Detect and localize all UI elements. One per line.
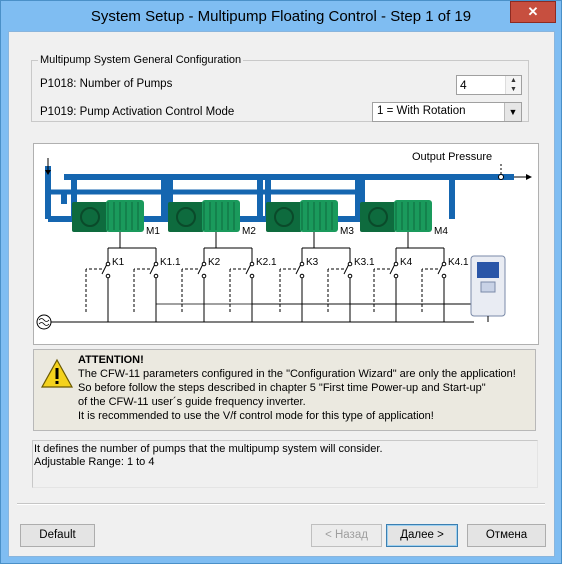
inverter-display: [477, 262, 499, 278]
attention-line: So before follow the steps described in …: [78, 382, 486, 394]
contactor-label: K3: [306, 257, 319, 268]
contactor-node: [249, 273, 255, 279]
p1019-label: P1019: Pump Activation Control Mode: [40, 106, 235, 118]
pump-impeller: [176, 207, 196, 227]
contactor-node: [393, 273, 399, 279]
back-button[interactable]: < Назад: [311, 524, 382, 547]
contactor-node: [153, 273, 159, 279]
pump-label: M4: [434, 226, 448, 237]
next-button[interactable]: Далее >: [386, 524, 458, 547]
activation-mode-select[interactable]: 1 = With Rotation ▼: [372, 102, 522, 122]
general-config-group: Multipump System General Configuration: [31, 54, 529, 122]
contactor-label: K1.1: [160, 257, 181, 268]
output-pressure-label: Output Pressure: [412, 151, 492, 163]
button-separator: [17, 503, 545, 505]
chevron-down-icon[interactable]: ▼: [504, 103, 521, 121]
ac-wave: [38, 318, 50, 326]
pump-body: [360, 202, 396, 232]
contactor-node: [393, 261, 399, 267]
p1018-label: P1018: Number of Pumps: [40, 78, 173, 90]
close-button[interactable]: ✕: [510, 1, 556, 23]
contactor-label: K2: [208, 257, 221, 268]
pump-body: [168, 202, 204, 232]
spin-up-icon[interactable]: ▲: [505, 76, 521, 85]
pump-body: [72, 202, 108, 232]
contactor-node: [105, 261, 111, 267]
attention-line: The CFW-11 parameters configured in the …: [78, 368, 516, 380]
pump-label: M3: [340, 226, 354, 237]
inlet-arrowhead: [45, 170, 51, 175]
contactor-label: K1: [112, 257, 125, 268]
contactor-node: [441, 273, 447, 279]
motor-body: [202, 200, 240, 232]
window-title: System Setup - Multipump Floating Contro…: [90, 8, 472, 25]
contactor-label: K4.1: [448, 257, 469, 268]
contactor-node: [441, 261, 447, 267]
contactor-node: [201, 273, 207, 279]
contactor-node: [299, 273, 305, 279]
dialog-client-area: Multipump System General Configuration P…: [8, 31, 555, 557]
output-arrowhead: [526, 174, 532, 180]
spin-down-icon[interactable]: ▼: [505, 85, 521, 94]
pump-label: M1: [146, 226, 160, 237]
description-line: It defines the number of pumps that the …: [34, 443, 383, 455]
default-button[interactable]: Default: [20, 524, 95, 547]
pump-label: M2: [242, 226, 256, 237]
parameter-description: It defines the number of pumps that the …: [32, 440, 538, 488]
contactor-node: [299, 261, 305, 267]
attention-line: It is recommended to use the V/f control…: [78, 410, 434, 422]
number-of-pumps-spinbox[interactable]: 4 ▲ ▼: [456, 75, 522, 95]
contactor-node: [347, 261, 353, 267]
pressure-sensor: [498, 174, 504, 180]
inverter-keypad: [480, 281, 496, 293]
contactor-node: [249, 261, 255, 267]
cancel-button[interactable]: Отмена: [467, 524, 546, 547]
attention-title: ATTENTION!: [78, 354, 144, 366]
attention-panel: ATTENTION! The CFW-11 parameters configu…: [33, 349, 536, 431]
contactor-label: K2.1: [256, 257, 277, 268]
title-bar[interactable]: System Setup - Multipump Floating Contro…: [1, 1, 561, 31]
motor-body: [106, 200, 144, 232]
contactor-label: K4: [400, 257, 413, 268]
contactor-node: [347, 273, 353, 279]
attention-line: of the CFW-11 user´s guide frequency inv…: [78, 396, 306, 408]
motor-body: [300, 200, 338, 232]
pump-impeller: [80, 207, 100, 227]
warning-icon: [40, 358, 74, 388]
description-line: Adjustable Range: 1 to 4: [34, 456, 155, 468]
number-of-pumps-value[interactable]: 4: [460, 78, 467, 92]
contactor-node: [201, 261, 207, 267]
group-legend: Multipump System General Configuration: [40, 54, 242, 66]
activation-mode-value[interactable]: 1 = With Rotation: [377, 105, 466, 117]
pump-body: [266, 202, 302, 232]
pump-impeller: [274, 207, 294, 227]
motor-body: [394, 200, 432, 232]
ac-source-icon: [36, 314, 52, 330]
contactor-node: [153, 261, 159, 267]
contactor-node: [105, 273, 111, 279]
contactor-label: K3.1: [354, 257, 375, 268]
pump-impeller: [368, 207, 388, 227]
